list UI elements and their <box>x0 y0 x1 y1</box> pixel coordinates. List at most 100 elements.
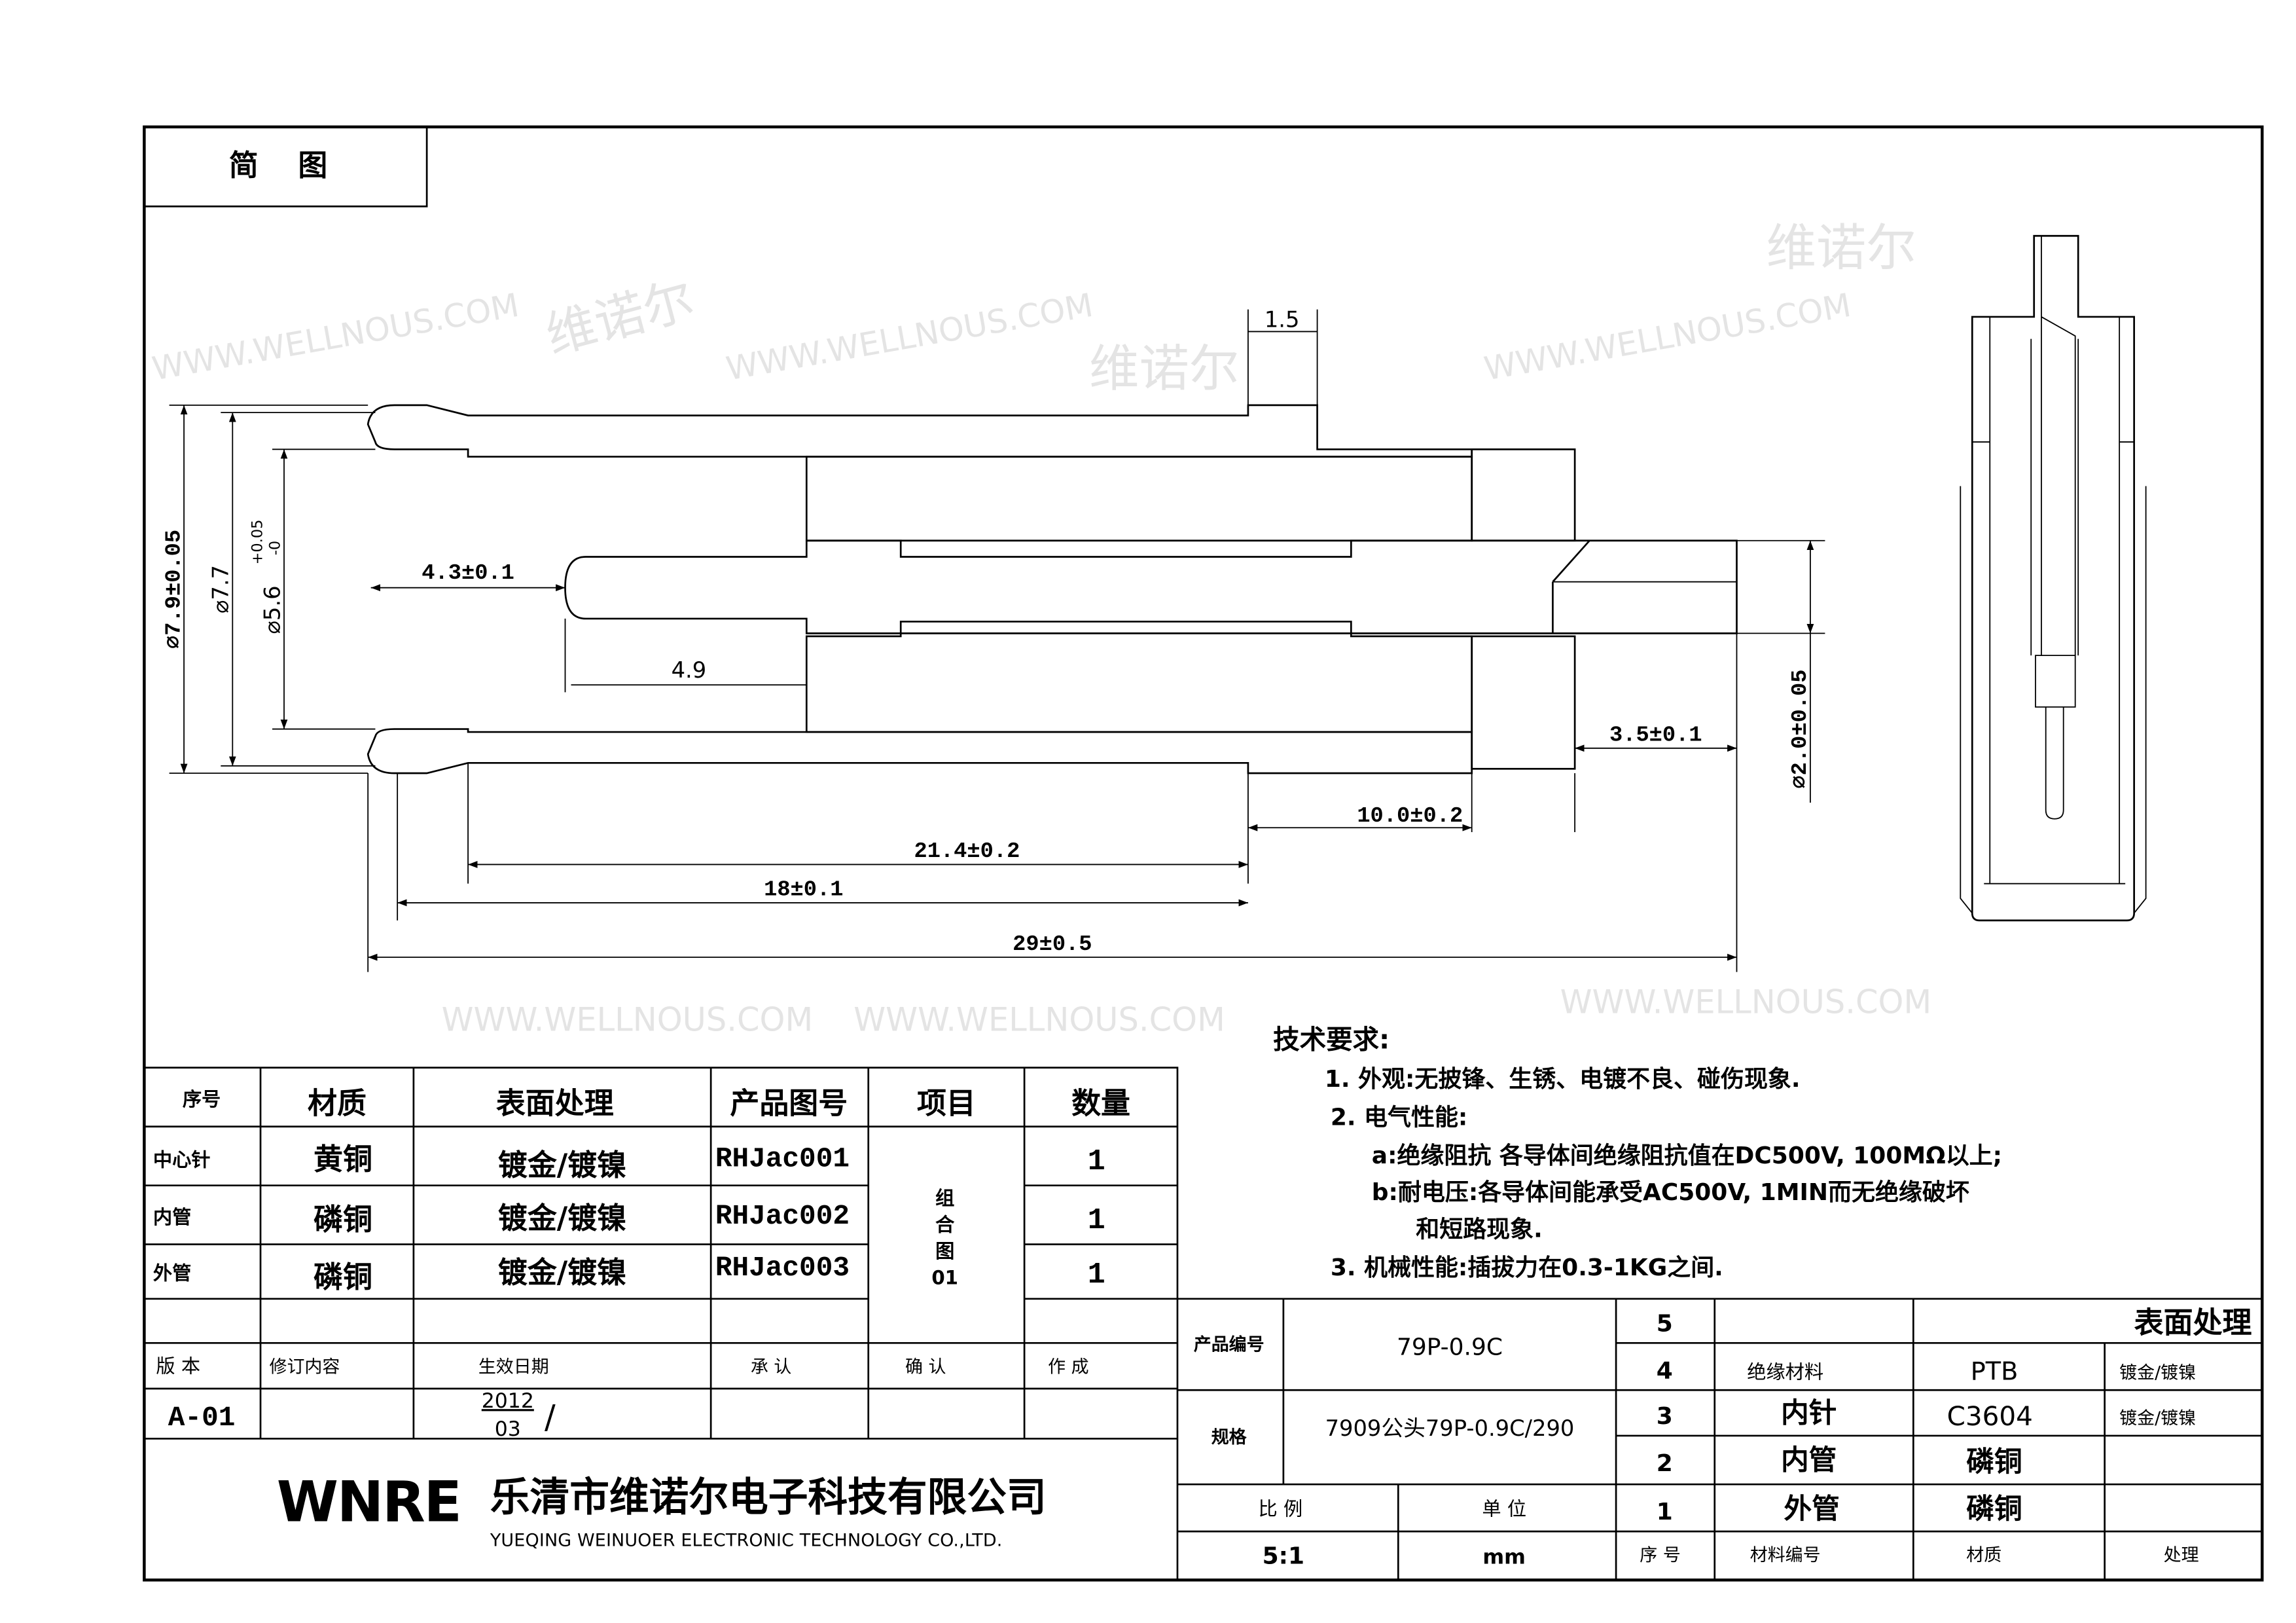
svg-text:RHJac003: RHJac003 <box>715 1252 850 1284</box>
date-month: 03 <box>495 1417 521 1441</box>
svg-text:4: 4 <box>1657 1357 1673 1384</box>
svg-text:项目: 项目 <box>917 1085 976 1120</box>
dim-inner-dia-tol-minus: -0 <box>266 541 283 555</box>
svg-text:WWW.WELLNOUS.COM: WWW.WELLNOUS.COM <box>1481 286 1854 388</box>
svg-text:材料编号: 材料编号 <box>1750 1545 1821 1565</box>
svg-text:外管: 外管 <box>1784 1493 1839 1525</box>
svg-text:磷铜: 磷铜 <box>1966 1446 2022 1478</box>
svg-text:外管: 外管 <box>153 1262 191 1285</box>
svg-text:镀金/镀镍: 镀金/镀镍 <box>2119 1408 2196 1429</box>
svg-text:WWW.WELLNOUS.COM: WWW.WELLNOUS.COM <box>149 286 522 388</box>
svg-text:C3604: C3604 <box>1947 1400 2033 1432</box>
svg-text:序号: 序号 <box>183 1088 221 1110</box>
svg-text:版 本: 版 本 <box>156 1355 200 1377</box>
tech-requirements: 技术要求: 1. 外观:无披锋、生锈、电镀不良、碰伤现象. 2. 电气性能: a… <box>1273 1024 2002 1281</box>
svg-text:中心针: 中心针 <box>153 1148 211 1171</box>
dim-pin-offset: 4.3±0.1 <box>422 561 514 586</box>
svg-text:技术要求:: 技术要求: <box>1273 1024 1390 1055</box>
svg-text:1: 1 <box>1657 1499 1673 1525</box>
svg-text:承 认: 承 认 <box>751 1357 792 1377</box>
svg-text:a:绝缘阻抗 各导体间绝缘阻抗值在DC500V, 100MΩ: a:绝缘阻抗 各导体间绝缘阻抗值在DC500V, 100MΩ以上; <box>1372 1142 2002 1169</box>
dimensions: 1.5 4.3±0.1 4.9 ⌀7.9±0.05 ⌀7.7 ⌀5.6 +0.0… <box>162 307 1825 972</box>
dim-inner-length: 4.9 <box>672 657 707 683</box>
dim-flange-width: 1.5 <box>1265 307 1300 333</box>
bom-row: 外管 磷铜 镀金/镀镍 RHJac003 1 <box>153 1252 1105 1294</box>
svg-text:和短路现象.: 和短路现象. <box>1416 1216 1543 1243</box>
svg-text:镀金/镀镍: 镀金/镀镍 <box>498 1201 626 1235</box>
drawing-title: 简 图 <box>229 148 342 183</box>
svg-text:合: 合 <box>935 1213 955 1235</box>
svg-text:/: / <box>545 1398 556 1436</box>
svg-text:镀金/镀镍: 镀金/镀镍 <box>498 1148 626 1182</box>
svg-text:1: 1 <box>1088 1145 1105 1178</box>
svg-text:确 认: 确 认 <box>905 1357 946 1377</box>
dim-body-length: 10.0±0.2 <box>1357 804 1463 829</box>
svg-text:RHJac001: RHJac001 <box>715 1142 850 1175</box>
svg-text:镀金/镀镍: 镀金/镀镍 <box>498 1255 626 1290</box>
company-logo: WNRE 乐清市维诺尔电子科技有限公司 YUEQING WEINUOER ELE… <box>277 1470 1047 1550</box>
dim-tail-length: 3.5±0.1 <box>1609 723 1702 748</box>
dim-inner-dia-tol-plus: +0.05 <box>249 520 266 565</box>
product-number: 79P-0.9C <box>1397 1334 1503 1360</box>
svg-text:维诺尔: 维诺尔 <box>1089 340 1239 399</box>
svg-text:规格: 规格 <box>1211 1427 1247 1448</box>
svg-text:维诺尔: 维诺尔 <box>540 270 700 365</box>
svg-text:WWW.WELLNOUS.COM: WWW.WELLNOUS.COM <box>1560 983 1932 1021</box>
dim-sleeve-length: 18±0.1 <box>764 878 843 903</box>
dim-total-length: 29±0.5 <box>1013 932 1092 957</box>
svg-text:2. 电气性能:: 2. 电气性能: <box>1331 1104 1467 1131</box>
svg-text:绝缘材料: 绝缘材料 <box>1747 1360 1823 1383</box>
dim-inner-dia: ⌀5.6 <box>259 585 285 634</box>
svg-text:图: 图 <box>935 1240 954 1262</box>
svg-text:磷铜: 磷铜 <box>1966 1493 2022 1525</box>
svg-text:WWW.WELLNOUS.COM: WWW.WELLNOUS.COM <box>853 1001 1225 1039</box>
watermark: WWW.WELLNOUS.COM 维诺尔 WWW.WELLNOUS.COM 维诺… <box>149 219 1931 1038</box>
svg-text:WWW.WELLNOUS.COM: WWW.WELLNOUS.COM <box>723 286 1096 388</box>
svg-text:作 成: 作 成 <box>1048 1357 1089 1377</box>
svg-text:1: 1 <box>1088 1258 1105 1292</box>
version: A-01 <box>168 1402 236 1434</box>
svg-text:材质: 材质 <box>308 1085 367 1120</box>
scale: 5:1 <box>1263 1543 1304 1570</box>
svg-text:数量: 数量 <box>1071 1085 1130 1120</box>
svg-text:YUEQING WEINUOER ELECTRONIC TE: YUEQING WEINUOER ELECTRONIC TECHNOLOGY C… <box>490 1531 1003 1551</box>
svg-text:5: 5 <box>1657 1310 1673 1337</box>
svg-text:1: 1 <box>1088 1204 1105 1237</box>
svg-text:表面处理: 表面处理 <box>2134 1305 2252 1340</box>
title-block: 产品编号 79P-0.9C 规格 7909公头79P-0.9C/290 比 例 … <box>1176 1298 2263 1580</box>
svg-text:比 例: 比 例 <box>1259 1497 1303 1520</box>
svg-text:材质: 材质 <box>1966 1545 2001 1565</box>
dim-dia-7-7: ⌀7.7 <box>208 565 234 613</box>
svg-text:WWW.WELLNOUS.COM: WWW.WELLNOUS.COM <box>442 1001 814 1039</box>
spec: 7909公头79P-0.9C/290 <box>1325 1415 1575 1441</box>
svg-text:处理: 处理 <box>2164 1545 2199 1565</box>
svg-text:序 号: 序 号 <box>1640 1545 1681 1565</box>
svg-text:维诺尔: 维诺尔 <box>1766 219 1916 278</box>
svg-text:2: 2 <box>1657 1450 1673 1477</box>
unit: mm <box>1482 1546 1526 1569</box>
svg-text:乐清市维诺尔电子科技有限公司: 乐清市维诺尔电子科技有限公司 <box>490 1475 1047 1521</box>
svg-text:3. 机械性能:插拔力在0.3-1KG之间.: 3. 机械性能:插拔力在0.3-1KG之间. <box>1331 1254 1723 1281</box>
date-year: 2012 <box>482 1389 534 1413</box>
svg-text:3: 3 <box>1657 1403 1673 1430</box>
svg-text:产品图号: 产品图号 <box>730 1085 848 1120</box>
bom-row: 中心针 黄铜 镀金/镀镍 RHJac001 1 <box>153 1142 1105 1182</box>
svg-text:黄铜: 黄铜 <box>314 1142 372 1176</box>
connector-section-view <box>367 404 1738 775</box>
dim-pin-dia: ⌀2.0±0.05 <box>1788 669 1813 788</box>
connector-side-view <box>1960 234 2147 922</box>
svg-text:内管: 内管 <box>1781 1444 1837 1477</box>
svg-text:镀金/镀镍: 镀金/镀镍 <box>2119 1362 2196 1383</box>
dim-outer-dia: ⌀7.9±0.05 <box>162 530 187 649</box>
svg-text:1. 外观:无披锋、生锈、电镀不良、碰伤现象.: 1. 外观:无披锋、生锈、电镀不良、碰伤现象. <box>1325 1066 1801 1093</box>
bom-row: 内管 磷铜 镀金/镀镍 RHJac002 1 <box>153 1200 1105 1237</box>
svg-text:修订内容: 修订内容 <box>270 1357 340 1377</box>
svg-text:b:耐电压:各导体间能承受AC500V, 1MIN而无绝缘破: b:耐电压:各导体间能承受AC500V, 1MIN而无绝缘破坏 <box>1372 1178 1969 1206</box>
svg-text:01: 01 <box>931 1266 958 1288</box>
svg-text:磷铜: 磷铜 <box>314 1260 372 1294</box>
svg-text:内管: 内管 <box>153 1206 191 1228</box>
svg-text:RHJac002: RHJac002 <box>715 1200 850 1232</box>
svg-text:表面处理: 表面处理 <box>496 1085 614 1120</box>
drawing-frame <box>143 125 2264 1582</box>
